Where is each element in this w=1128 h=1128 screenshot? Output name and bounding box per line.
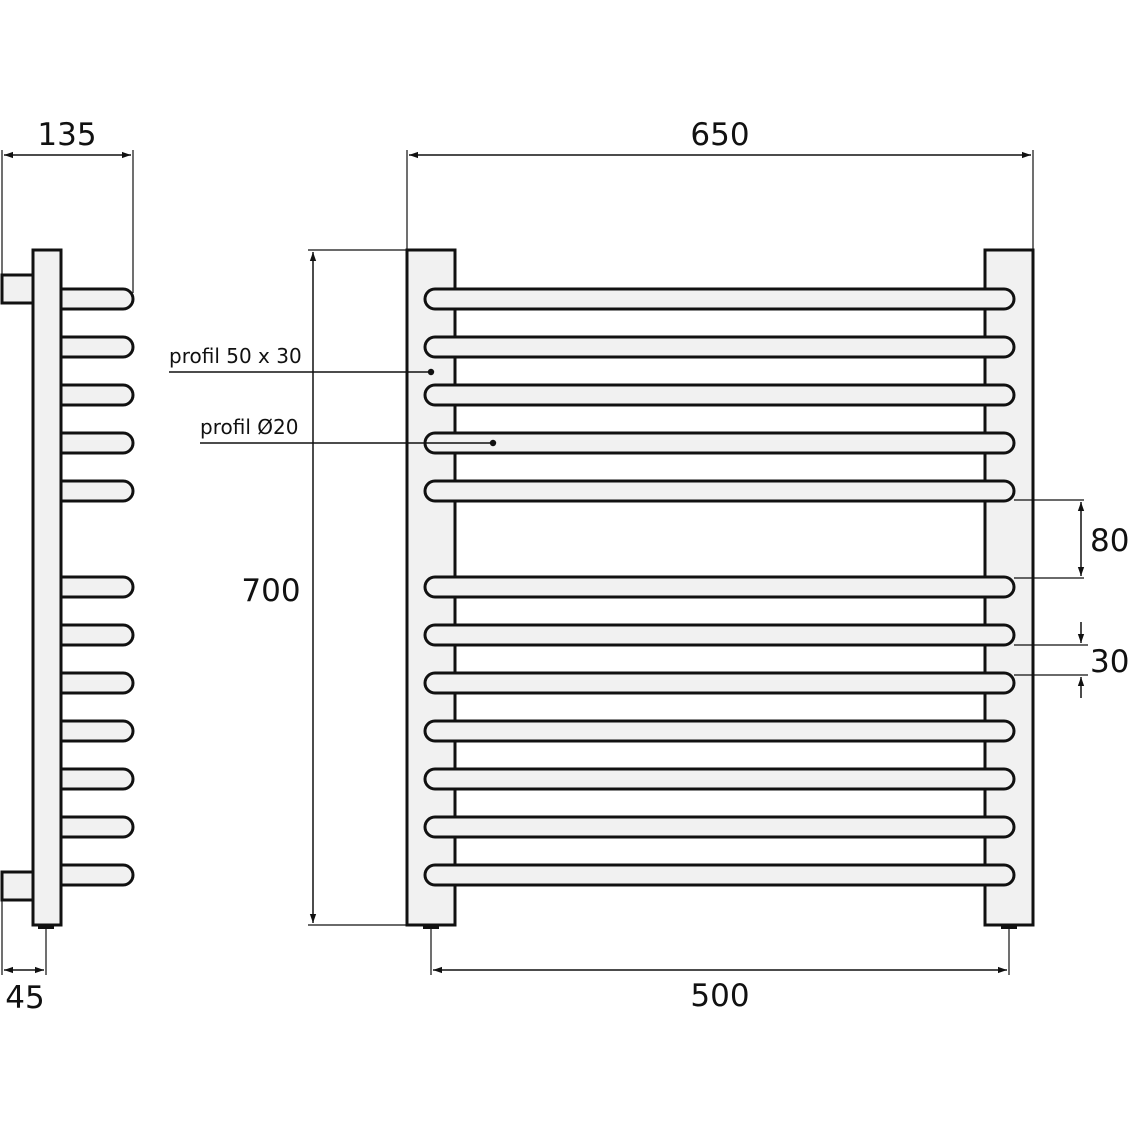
front-rail-6 <box>423 575 1016 599</box>
dimension-total-height: 700 <box>241 249 423 926</box>
dimension-total-width: 650 <box>406 117 1034 250</box>
dimension-wall-offset: 45 <box>1 900 47 1016</box>
group-gap-label: 80 <box>1090 523 1128 559</box>
wall-offset-label: 45 <box>5 980 44 1016</box>
side-wall-bracket-top <box>0 273 36 305</box>
front-rail-8 <box>423 671 1016 695</box>
front-rail-11 <box>423 815 1016 839</box>
total-width-label: 650 <box>690 117 749 153</box>
side-collector <box>31 248 63 927</box>
total-height-label: 700 <box>241 573 300 609</box>
front-rail-4 <box>423 431 1016 455</box>
front-rail-3 <box>423 383 1016 407</box>
dimension-rail-gap: 30 <box>1014 622 1128 698</box>
dimension-axis-spacing: 500 <box>430 929 1010 1014</box>
front-view <box>405 248 1035 929</box>
front-rail-2 <box>423 335 1016 359</box>
rail-gap-label: 30 <box>1090 644 1128 680</box>
callout-tube-profile: profil Ø20 <box>200 415 497 447</box>
side-depth-label: 135 <box>37 117 96 153</box>
side-valve-stub <box>38 925 54 929</box>
side-view <box>0 248 135 929</box>
tube-profile-label: profil Ø20 <box>200 415 298 439</box>
axis-spacing-label: 500 <box>690 978 749 1014</box>
front-rail-12 <box>423 863 1016 887</box>
frame-profile-label: profil 50 x 30 <box>169 344 302 368</box>
side-wall-bracket-bottom <box>0 870 36 902</box>
front-rails <box>423 287 1016 887</box>
dimension-side-depth: 135 <box>1 117 134 293</box>
front-rail-7 <box>423 623 1016 647</box>
callout-frame-profile: profil 50 x 30 <box>169 344 435 376</box>
front-rail-9 <box>423 719 1016 743</box>
front-rail-1 <box>423 287 1016 311</box>
right-valve-stub <box>1001 925 1017 929</box>
dimension-group-gap: 80 <box>1014 499 1128 579</box>
left-valve-stub <box>423 925 439 929</box>
front-rail-5 <box>423 479 1016 503</box>
front-rail-10 <box>423 767 1016 791</box>
